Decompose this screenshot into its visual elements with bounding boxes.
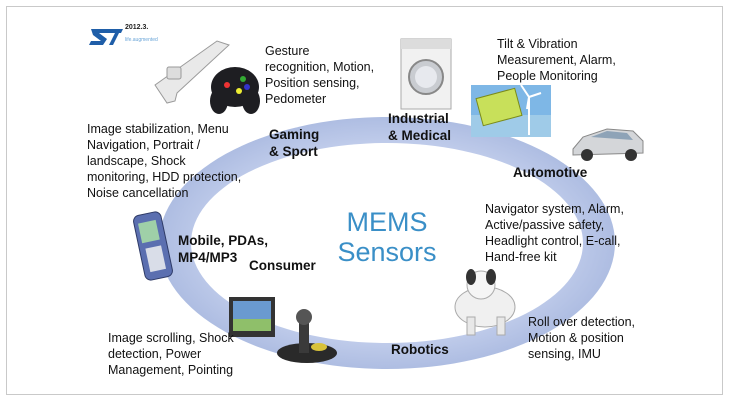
- st-logo-icon: [89, 29, 123, 45]
- diagram-frame: 2012.3. life.augmented MEMS Sensors Gest…: [6, 6, 723, 395]
- automotive-desc: Navigator system, Alarm, Active/passive …: [485, 202, 624, 264]
- consumer-desc: Image scrolling, Shock detection, Power …: [108, 331, 234, 377]
- gaming-label: Gaming & Sport: [269, 127, 320, 159]
- mobile-label: Mobile, PDAs, MP4/MP3: [178, 233, 269, 265]
- industrial-desc: Tilt & Vibration Measurement, Alarm, Peo…: [497, 37, 616, 83]
- industrial-label: Industrial & Medical: [388, 111, 452, 143]
- joystick-image: [277, 309, 337, 363]
- game-controller-image: [154, 40, 260, 114]
- logo-tagline: life.augmented: [125, 37, 158, 43]
- robotics-desc: Roll over detection, Motion & position s…: [528, 315, 636, 361]
- monitor-image: [229, 297, 275, 337]
- center-title: MEMS Sensors: [337, 207, 437, 267]
- washing-machine-image: [400, 38, 452, 110]
- automotive-label: Automotive: [513, 165, 588, 180]
- mobile-phone-image: [133, 211, 173, 281]
- car-image: [572, 128, 644, 161]
- logo-date: 2012.3.: [125, 24, 149, 31]
- robot-dog-image: [454, 269, 516, 336]
- gaming-desc: Gesture recognition, Motion, Position se…: [265, 44, 375, 106]
- consumer-label: Consumer: [249, 258, 316, 273]
- mobile-desc: Image stabilization, Menu Navigation, Po…: [87, 122, 242, 200]
- wind-turbine-image: [471, 84, 551, 137]
- ring-graphic: [89, 29, 644, 369]
- robotics-label: Robotics: [391, 342, 449, 357]
